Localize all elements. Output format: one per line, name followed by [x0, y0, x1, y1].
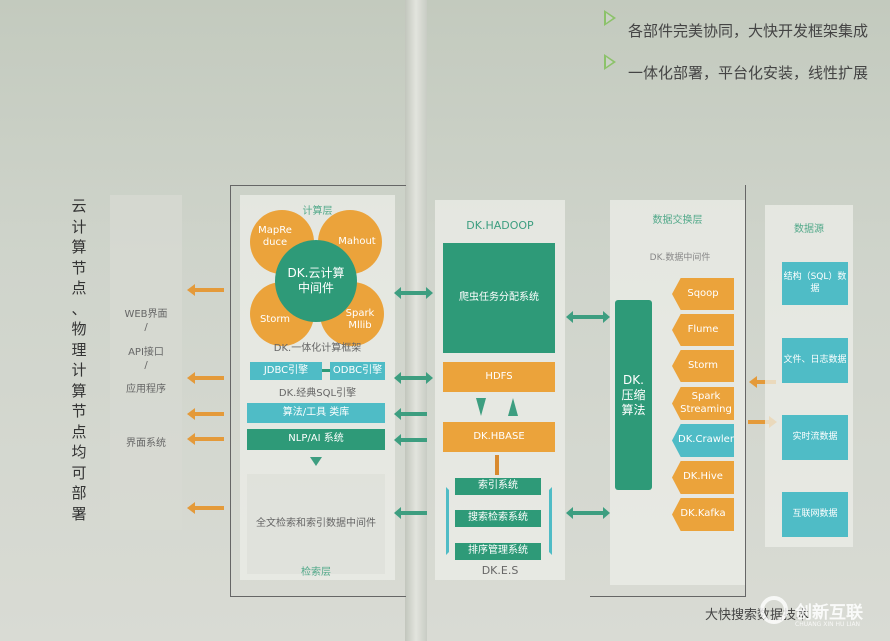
watermark-subtitle: CHUANG XIN HU LIAN — [795, 621, 861, 628]
source-file-log: 文件、日志数据 — [782, 338, 848, 383]
bidirectional-arrow-icon — [394, 372, 433, 384]
bidirectional-arrow-icon — [566, 311, 610, 323]
compression-algorithm: DK.压缩算法 — [615, 300, 652, 490]
bidirectional-arrow-icon — [394, 287, 433, 299]
hdfs: HDFS — [443, 362, 555, 392]
divider — [590, 596, 746, 597]
watermark: 创新互联 — [795, 603, 863, 623]
tag-dk-hive: DK.Hive — [672, 461, 734, 494]
separator: / — [144, 322, 148, 333]
diagram-frame — [230, 185, 406, 597]
tag-sqoop: Sqoop — [672, 278, 734, 310]
arrow-left-icon — [394, 434, 427, 446]
algorithm-library: 算法/工具 类库 — [247, 403, 385, 423]
search-layer-title: 检索层 — [301, 567, 331, 578]
watermark-logo-icon — [760, 596, 788, 624]
hadoop-title: DK.HADOOP — [466, 219, 534, 232]
source-structured-sql: 结构（SQL）数据 — [782, 262, 848, 305]
page-gutter — [405, 0, 427, 641]
app-program: 应用程序 — [126, 384, 166, 395]
data-source-title: 数据源 — [794, 224, 824, 235]
deployment-note: 云计算节点、物理计算节点均可部署 — [71, 197, 87, 523]
feedback-loop — [446, 487, 552, 555]
nlp-ai-system: NLP/AI 系统 — [247, 429, 385, 450]
link-arrow-icon — [322, 369, 330, 372]
search-middleware: 全文检索和索引数据中间件 — [256, 518, 376, 529]
app-ui-system: 界面系统 — [126, 438, 166, 449]
arrow-left-icon — [187, 433, 224, 445]
search-retrieval-system: 搜索检索系统 — [455, 510, 541, 527]
odbc-engine: ODBC引擎 — [330, 362, 385, 380]
arrow-up-icon — [508, 398, 518, 416]
bullet-2: 一体化部署，平台化安装，线性扩展 — [628, 64, 869, 82]
source-realtime-stream: 实时流数据 — [782, 415, 848, 460]
arrow-down-icon — [476, 398, 486, 416]
bidirectional-arrow-icon — [495, 455, 499, 475]
arrow-left-icon — [187, 502, 224, 514]
arrow-left-icon — [187, 284, 224, 296]
tag-spark-streaming: Spark Streaming — [672, 387, 734, 420]
arrow-left-icon — [394, 408, 427, 420]
index-system: 索引系统 — [455, 478, 541, 495]
bullet-triangle-icon — [604, 10, 616, 26]
arrow-down-icon — [310, 457, 322, 466]
arrow-left-icon — [394, 507, 427, 519]
tag-dk-kafka: DK.Kafka — [672, 498, 734, 531]
divider — [745, 185, 746, 597]
page-caption: 大快搜索数据技术 — [705, 608, 810, 623]
sql-engine-label: DK.经典SQL引擎 — [278, 388, 357, 399]
separator: / — [144, 360, 148, 371]
dk-hbase: DK.HBASE — [443, 422, 555, 452]
exchange-layer-title: 数据交换层 — [652, 215, 703, 226]
bidirectional-arrow-icon — [566, 507, 610, 519]
tag-dk-crawler: DK.Crawler — [672, 424, 734, 457]
source-internet: 互联网数据 — [782, 492, 848, 537]
cloud-compute-middleware: DK.云计算中间件 — [275, 240, 357, 322]
arrow-left-icon — [187, 372, 224, 384]
bullet-triangle-icon — [604, 54, 616, 70]
application-layer — [110, 195, 182, 530]
framework-label: DK.一体化计算框架 — [273, 343, 362, 354]
tag-flume: Flume — [672, 314, 734, 346]
tag-storm: Storm — [672, 350, 734, 382]
sort-management-system: 排序管理系统 — [455, 543, 541, 560]
jdbc-engine: JDBC引擎 — [250, 362, 322, 380]
bullet-1: 各部件完美协同，大快开发框架集成 — [628, 22, 869, 40]
dk-es-label: DK.E.S — [481, 564, 519, 577]
search-layer — [247, 474, 385, 574]
compute-layer-title: 计算层 — [302, 206, 333, 217]
app-api: API接口 — [128, 347, 164, 358]
data-middleware-label: DK.数据中间件 — [649, 253, 711, 263]
app-web: WEB界面 — [124, 309, 168, 320]
arrow-left-icon — [187, 408, 224, 420]
crawler-task-system: 爬虫任务分配系统 — [443, 243, 555, 353]
